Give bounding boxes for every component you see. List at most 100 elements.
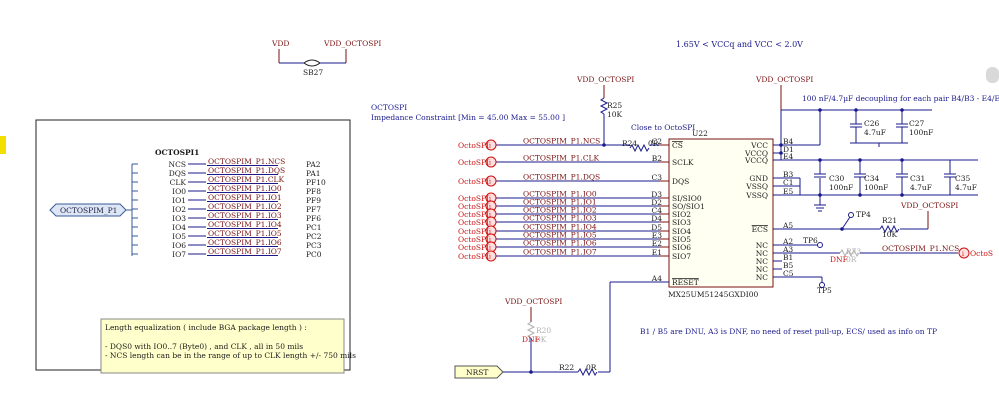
sheet-pin-name: IO5 [172,232,186,241]
chip-pin-name: VCCQ [744,149,768,158]
length-note-box: Length equalization ( include BGA packag… [100,318,356,374]
tp4-label: TP4 [856,210,871,219]
port-io-icon: i [489,204,491,211]
sheet-pin-name: IO3 [172,214,186,223]
vdd-label: VDD [271,39,289,48]
port-io-icon: i [489,254,491,261]
port-io-icon: i [489,196,491,203]
selection-marker [0,136,6,154]
sheet-title: OCTOSPI1 [155,148,199,157]
sheet-pin-name: IO0 [172,187,186,196]
nc-testpoints[interactable]: TP6 R73 DNF 0R OCTOSPIM_P1.NCS i OctoS T… [773,236,993,295]
resistor-r25[interactable]: VDD_OCTOSPI R25 10K [576,75,634,147]
chip-pin-name: SIO2 [672,210,691,219]
sheet-pin-row[interactable]: IO3 OCTOSPIM_P1.IO3 PF6 [132,211,321,223]
c27-value: 100nF [909,128,933,137]
sheet-pin-row[interactable]: DQS OCTOSPIM_P1.DQS PA1 [132,166,321,178]
chip-ball: E4 [783,152,793,161]
chip-ball: A5 [782,221,793,230]
sheet-pin-pad: PF6 [306,214,321,223]
chip-ball: B3 [783,170,794,179]
octospi-port-tag: OctoSPI [458,210,489,219]
octospi-net-label: OCTOSPIM_P1.NCS [523,137,600,146]
chip-pin-name: DQS [672,177,689,186]
c30-value: 100nF [829,183,853,192]
sheet-pin-net: OCTOSPIM_P1.IO7 [208,247,282,256]
chip-pin-name: SO/SIO1 [672,202,705,211]
sheet-pin-pad: PC0 [306,250,322,259]
svg-text:i: i [962,251,964,258]
chip-ball: E1 [652,248,662,257]
chip-pin-name: SIO5 [672,235,691,244]
c27-ref: C27 [909,119,925,128]
sheet-pin-row[interactable]: IO7 OCTOSPIM_P1.IO7 PC0 [132,247,322,259]
c35-value: 4.7uF [955,183,977,192]
sheet-pin-net: OCTOSPIM_P1.IO3 [208,211,282,220]
chip-pin-name: VSSQ [745,191,768,200]
port-io-icon: i [489,237,491,244]
octospi-port-tag: OctoSPI [458,252,489,261]
length-note-line3: - NCS length can be in the range of up t… [105,351,356,360]
sheet-pin-pad: PF10 [306,178,326,187]
sheet-pin-pad: PF7 [306,205,321,214]
c26-value: 4.7uF [864,128,886,137]
sheet-pin-net: OCTOSPIM_P1.DQS [208,166,285,175]
ncs-out-tag: OctoS [970,249,993,258]
chip-ball: B4 [783,137,794,146]
octospi-port-tag: OctoSPI [458,218,489,227]
sheet-pin-name: DQS [169,169,186,178]
sheet-pin-pad: PA1 [306,169,321,178]
reset-circuit[interactable]: VDD_OCTOSPI R20 DNF 0K NRST R22 0R [454,281,669,379]
chip-pin-name: SIO7 [672,252,691,261]
port-io-icon: i [489,229,491,236]
sheet-pin-name: IO7 [172,250,186,259]
chip-ball: A4 [651,274,662,283]
ecs-supply: VDD_OCTOSPI [900,201,958,210]
resistor-r24[interactable]: R24 0R [622,139,659,153]
ecs-pullup[interactable]: VDD_OCTOSPI R21 10K TP4 [773,201,958,239]
jumper-sb27[interactable]: VDD VDD_OCTOSPI SB27 [271,39,381,77]
octospi-net-label: OCTOSPIM_P1.IO1 [523,198,597,207]
scroll-handle[interactable] [986,67,999,83]
octospi-port-tag: OctoSPI [458,194,489,203]
sheet-pin-pad: PC1 [306,223,322,232]
chip-pin-name: RESET [672,278,699,287]
c34-value: 100nF [864,183,888,192]
chip-left-pin[interactable]: E1 SIO7 [652,248,691,261]
chip-ball: A2 [782,237,793,246]
sheet-pin-net: OCTOSPIM_P1.CLK [208,175,285,184]
chip-ball: C1 [783,178,794,187]
sheet-pin-net: OCTOSPIM_P1.IO6 [208,238,282,247]
chip-ball: E2 [652,239,662,248]
